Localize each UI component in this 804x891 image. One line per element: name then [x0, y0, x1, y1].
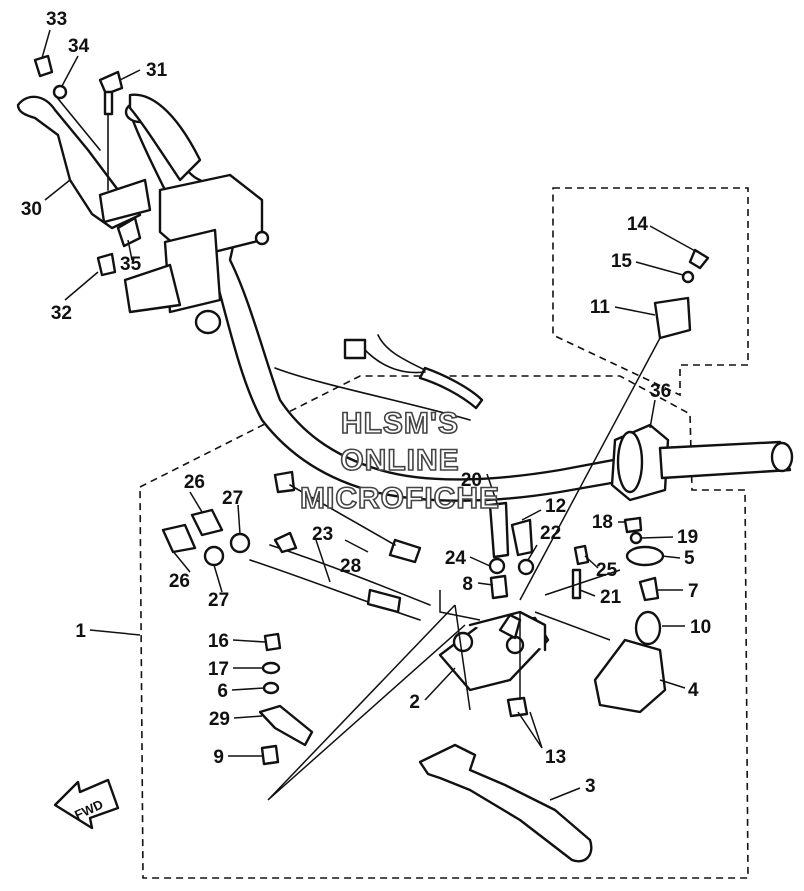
- part-24-washer: [488, 557, 506, 575]
- part-19-washer: [629, 531, 643, 545]
- callout-29: 29: [209, 709, 230, 730]
- callout-19: 19: [677, 527, 698, 548]
- part-10-spring: [634, 610, 662, 646]
- part-3-brake-lever: [418, 743, 593, 863]
- part-13-nut: [506, 696, 529, 718]
- callout-13: 13: [545, 747, 566, 768]
- callout-8: 8: [462, 574, 473, 595]
- part-7-pin: [638, 576, 660, 602]
- callout-26-lower: 26: [169, 571, 190, 592]
- assembly-boundary-main: [139, 375, 749, 879]
- handlebar: [124, 93, 642, 502]
- callout-14: 14: [627, 214, 649, 235]
- callout-21: 21: [600, 587, 622, 608]
- callout-24: 24: [445, 548, 467, 569]
- callout-numbers: 1 2 3 4 5 6 7 8 9 10 11 12 13 14 15 16 1…: [21, 9, 711, 797]
- callout-18: 18: [592, 512, 613, 533]
- parts-23-28-cables: [249, 470, 431, 621]
- callout-9: 9: [213, 747, 224, 768]
- part-27-nut-upper: [229, 532, 251, 554]
- callout-1: 1: [75, 621, 86, 642]
- callout-27-upper: 27: [222, 488, 243, 509]
- callout-15: 15: [611, 251, 633, 272]
- callout-30: 30: [21, 199, 42, 220]
- part-6-washer: [262, 681, 280, 695]
- callout-12: 12: [545, 496, 566, 517]
- part-12-bolt: [510, 518, 534, 557]
- callout-28: 28: [340, 556, 361, 577]
- switch-cable: [274, 334, 484, 421]
- callout-36: 36: [650, 381, 671, 402]
- part-14-screw: [688, 248, 710, 270]
- callout-34: 34: [68, 36, 90, 57]
- callout-25: 25: [596, 560, 618, 581]
- callout-3: 3: [585, 776, 596, 797]
- watermark: HLSM'S ONLINE MICROFICHE: [299, 406, 500, 516]
- watermark-line-3: MICROFICHE: [300, 482, 500, 515]
- part-17-washer: [261, 661, 281, 675]
- part-26-adjuster-lower: [161, 523, 197, 554]
- part-8-collar: [489, 574, 509, 600]
- callout-27-lower: 27: [208, 590, 229, 611]
- callout-leaders: [41, 29, 698, 801]
- part-27-nut-lower: [203, 545, 225, 567]
- callout-10: 10: [690, 617, 711, 638]
- callout-4: 4: [688, 680, 699, 701]
- callout-22: 22: [540, 523, 561, 544]
- part-29-plate: [258, 704, 314, 747]
- callout-26-upper: 26: [184, 472, 205, 493]
- assembly-leaders: [267, 337, 661, 801]
- callout-35: 35: [120, 254, 142, 275]
- callout-6: 6: [217, 681, 228, 702]
- part-15-washer: [681, 270, 695, 284]
- part-20-bolt: [488, 501, 510, 559]
- callout-32: 32: [51, 303, 72, 324]
- callout-11: 11: [590, 297, 611, 318]
- watermark-line-1: HLSM'S: [341, 407, 459, 440]
- callout-2: 2: [409, 692, 420, 713]
- part-18-screw: [623, 516, 643, 534]
- part-36-right-switch-grip: [610, 423, 794, 502]
- part-26-adjuster-upper: [190, 508, 224, 537]
- part-16-screw: [263, 632, 282, 652]
- callout-31: 31: [146, 60, 168, 81]
- part-25-pin: [573, 544, 590, 566]
- part-5-plate: [625, 545, 665, 567]
- callout-20: 20: [461, 470, 482, 491]
- part-4-housing: [593, 638, 667, 714]
- callout-5: 5: [684, 548, 695, 569]
- left-lever-assembly: [16, 54, 152, 277]
- callout-7: 7: [688, 581, 699, 602]
- part-11-clamp: [653, 296, 692, 340]
- part-22-washer: [517, 558, 535, 576]
- callout-17: 17: [208, 659, 229, 680]
- forward-arrow: FWD: [53, 778, 120, 830]
- lever-bracket: [438, 610, 550, 692]
- callout-23: 23: [312, 524, 333, 545]
- left-switch-housing: [123, 173, 270, 335]
- watermark-line-2: ONLINE: [340, 444, 459, 477]
- callout-16: 16: [208, 631, 229, 652]
- callout-33: 33: [46, 9, 67, 30]
- assembly-boundary-switch: [552, 187, 749, 397]
- part-9-bushing: [260, 744, 280, 766]
